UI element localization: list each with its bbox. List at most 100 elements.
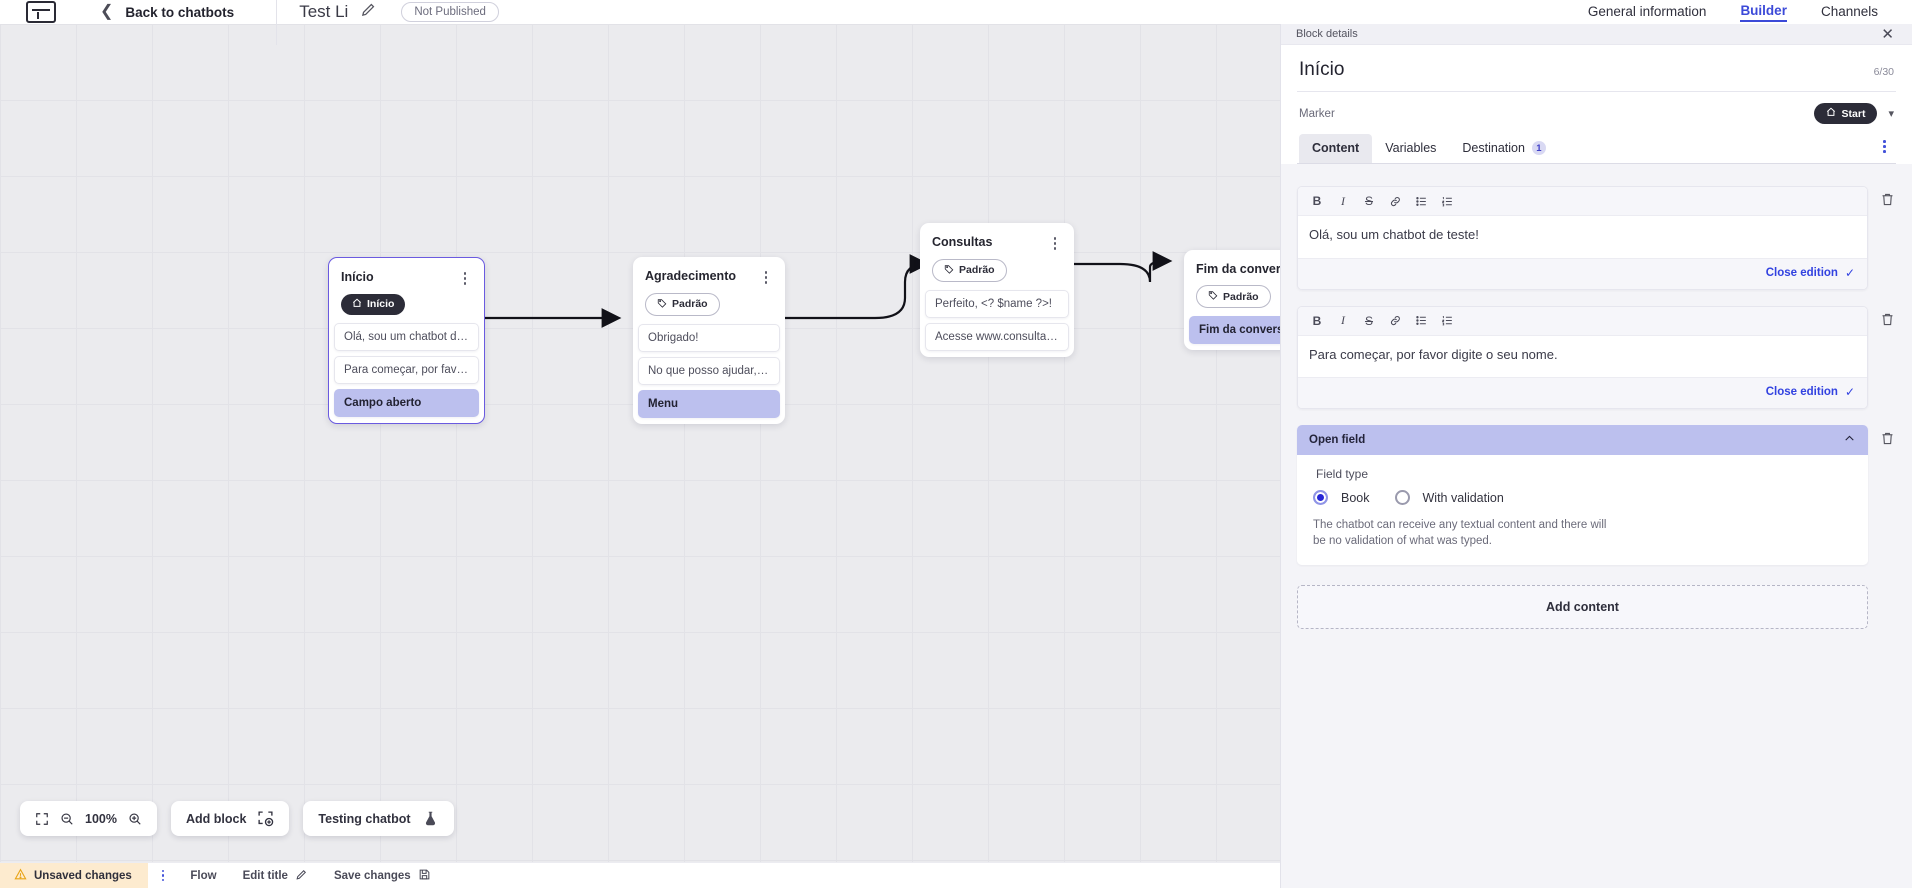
node-row[interactable]: Olá, sou um chatbot de teste! <box>334 322 479 351</box>
tab-content-label: Content <box>1312 141 1360 155</box>
tab-content[interactable]: Content <box>1299 134 1373 163</box>
node-title: Início <box>341 270 374 284</box>
strikethrough-icon[interactable]: S <box>1364 194 1373 208</box>
chevron-down-icon[interactable]: ▾ <box>1888 108 1894 120</box>
numbered-list-icon[interactable] <box>1434 311 1460 331</box>
panel-content-scroll[interactable]: B I S <box>1281 164 1912 888</box>
bulleted-list-icon[interactable] <box>1408 311 1434 331</box>
flow-node-agradecimento[interactable]: Agradecimento Padrão Obrigado! No que po… <box>633 257 785 424</box>
tag-icon <box>657 298 667 311</box>
numbered-list-icon[interactable] <box>1434 191 1460 211</box>
tab-general-information[interactable]: General information <box>1587 3 1707 19</box>
panel-menu-button[interactable] <box>1875 140 1894 163</box>
tab-variables[interactable]: Variables <box>1372 134 1449 163</box>
field-type-label: Field type <box>1316 467 1369 481</box>
node-menu-button[interactable] <box>458 270 472 285</box>
flow-node-inicio[interactable]: Início Início Olá, sou um chatbot de tes… <box>328 257 485 424</box>
open-field-card: Open field Field type Book <box>1297 425 1896 565</box>
tab-builder[interactable]: Builder <box>1740 3 1787 22</box>
link-icon[interactable] <box>1382 191 1408 211</box>
italic-icon[interactable]: I <box>1341 193 1345 208</box>
flask-icon <box>422 810 439 827</box>
status-menu-button[interactable] <box>161 869 165 882</box>
node-chip-padrao: Padrão <box>932 258 1007 282</box>
radio-book-label[interactable]: Book <box>1341 490 1370 505</box>
radio-with-validation-label[interactable]: With validation <box>1422 490 1504 505</box>
close-edition-button[interactable]: Close edition <box>1765 386 1838 398</box>
node-row[interactable]: Para começar, por favor digite o ... <box>334 355 479 384</box>
rich-text-editor[interactable]: B I S <box>1297 186 1868 290</box>
node-row[interactable]: Acesse www.consultas.com par... <box>925 322 1069 351</box>
node-menu-button[interactable] <box>1048 235 1062 250</box>
add-block-button[interactable]: Add block <box>170 801 290 836</box>
check-icon[interactable]: ✓ <box>1844 385 1855 399</box>
close-icon[interactable]: ✕ <box>1881 25 1894 43</box>
tab-channels[interactable]: Channels <box>1820 3 1878 19</box>
zoom-in-icon[interactable] <box>128 812 142 826</box>
editor-text[interactable]: Olá, sou um chatbot de teste! <box>1298 216 1867 258</box>
node-title: Agradecimento <box>645 269 736 283</box>
marker-row: Marker Start ▾ <box>1297 92 1896 134</box>
fit-screen-icon[interactable] <box>35 812 49 826</box>
link-icon[interactable] <box>1382 311 1408 331</box>
node-chip-padrao: Padrão <box>645 292 720 316</box>
flow-button[interactable]: Flow <box>190 870 216 882</box>
node-chip-inicio: Início <box>341 293 406 315</box>
close-edition-button[interactable]: Close edition <box>1765 266 1838 279</box>
trash-icon[interactable] <box>1878 425 1896 446</box>
node-menu-button[interactable] <box>759 269 773 284</box>
bulleted-list-icon[interactable] <box>1408 191 1434 211</box>
check-icon[interactable]: ✓ <box>1844 265 1855 280</box>
top-bar: ❮ Back to chatbots Test Li Not Published… <box>0 0 1912 45</box>
chevron-left-icon[interactable]: ❮ <box>100 3 114 20</box>
radio-with-validation[interactable] <box>1394 490 1410 505</box>
editor-text[interactable]: Para começar, por favor digite o seu nom… <box>1298 335 1598 377</box>
radio-book[interactable] <box>1313 490 1328 505</box>
flow-node-consultas[interactable]: Consultas Padrão Perfeito, <? $name ?>! … <box>920 223 1074 357</box>
open-field-body: Field type Book With validation The chat… <box>1297 455 1868 565</box>
italic-icon[interactable]: I <box>1341 313 1345 327</box>
tab-variables-label: Variables <box>1385 141 1437 155</box>
node-chip-label: Padrão <box>672 298 708 311</box>
add-block-label: Add block <box>185 811 247 826</box>
node-row[interactable]: Obrigado! <box>638 323 780 352</box>
unsaved-changes-indicator: Unsaved changes <box>0 862 148 888</box>
zoom-controls[interactable]: 100% <box>20 801 157 836</box>
open-field-label: Open field <box>1309 434 1366 446</box>
open-field-header[interactable]: Open field <box>1297 425 1868 455</box>
strikethrough-icon[interactable]: S <box>1364 313 1373 328</box>
bold-icon[interactable]: B <box>1312 194 1322 208</box>
save-changes-button[interactable]: Save changes <box>334 868 431 884</box>
trash-icon[interactable] <box>1878 306 1896 327</box>
block-title-row: Início 6/30 <box>1297 45 1896 92</box>
node-row[interactable]: Menu <box>638 389 780 418</box>
status-badge: Not Published <box>401 2 499 22</box>
trash-icon[interactable] <box>1878 186 1896 207</box>
back-to-chatbots-link[interactable]: Back to chatbots <box>125 4 235 20</box>
logo-icon[interactable] <box>26 1 56 23</box>
node-header: Agradecimento <box>633 257 785 284</box>
tab-destination[interactable]: Destination 1 <box>1449 134 1559 163</box>
marker-select[interactable]: Start ▾ <box>1813 103 1894 124</box>
bold-icon[interactable]: B <box>1312 313 1322 328</box>
marker-chip: Start <box>1813 103 1878 124</box>
chevron-up-icon[interactable] <box>1843 432 1856 448</box>
rich-text-toolbar: B I S <box>1298 306 1867 336</box>
testing-chatbot-button[interactable]: Testing chatbot <box>303 801 454 836</box>
rich-text-editor[interactable]: B I S <box>1297 305 1868 409</box>
node-row[interactable]: No que posso ajudar, <? $name ... <box>638 356 780 385</box>
pencil-icon[interactable] <box>360 1 377 23</box>
node-title: Consultas <box>932 235 993 249</box>
add-content-button[interactable]: Add content <box>1297 584 1868 629</box>
edit-title-button[interactable]: Edit title <box>243 868 308 884</box>
node-row[interactable]: Perfeito, <? $name ?>! <box>925 289 1069 318</box>
node-rows: Perfeito, <? $name ?>! Acesse www.consul… <box>920 289 1074 351</box>
node-row[interactable]: Campo aberto <box>334 388 479 417</box>
testing-chatbot-label: Testing chatbot <box>318 811 411 826</box>
canvas-toolbar: 100% Add block Testing chatbot <box>20 801 454 836</box>
zoom-out-icon[interactable] <box>60 812 74 826</box>
content-editor-card: B I S <box>1297 186 1896 290</box>
node-chip-label: Padrão <box>959 264 995 277</box>
zoom-level-label: 100% <box>85 811 117 826</box>
